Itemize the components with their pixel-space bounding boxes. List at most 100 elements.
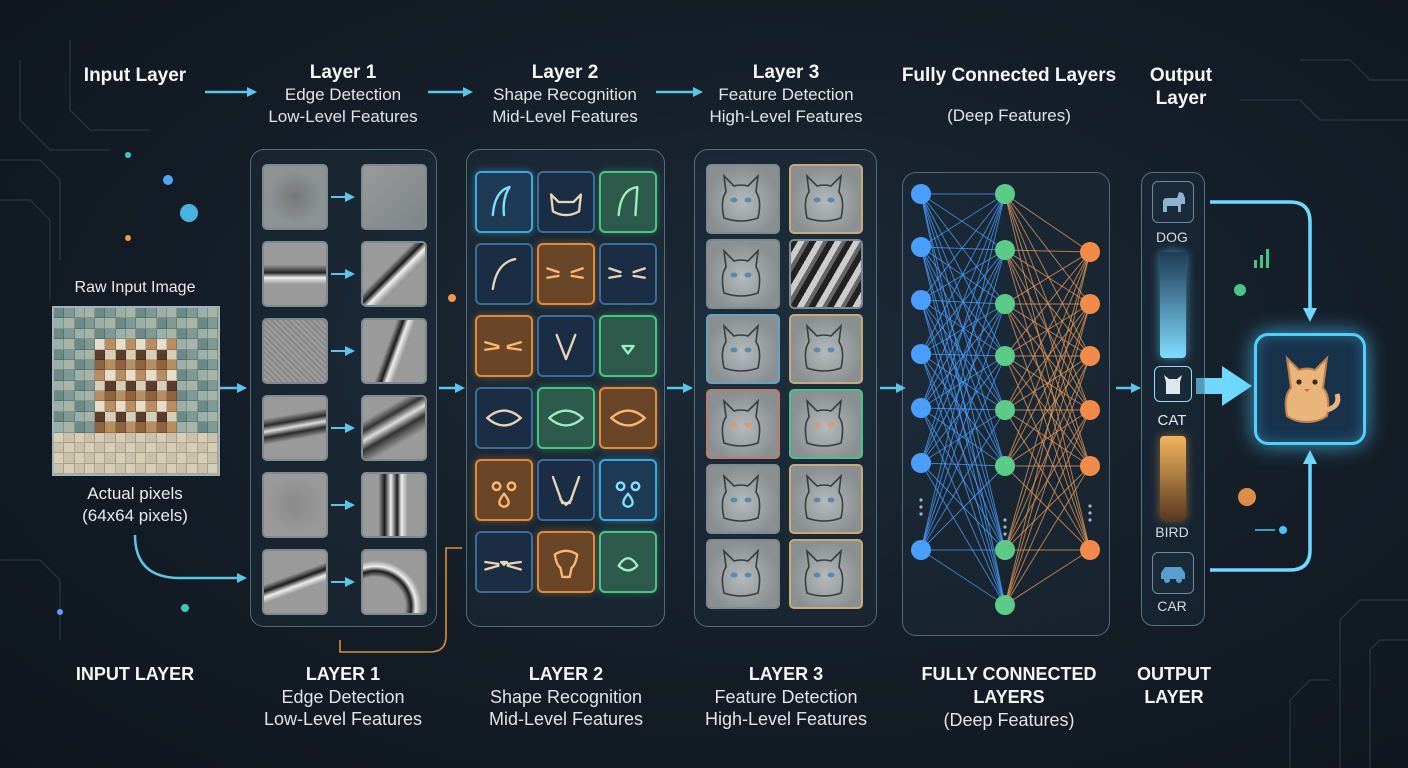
layer2-shape-glyph bbox=[553, 549, 579, 579]
pixel-cell bbox=[84, 339, 95, 350]
pixel-cell bbox=[146, 442, 157, 454]
fc-node-output bbox=[1080, 346, 1100, 366]
pixel-cell bbox=[197, 308, 208, 319]
fc-connection bbox=[1004, 251, 1091, 357]
pixel-cell bbox=[177, 339, 188, 350]
layer2-shape-tile bbox=[599, 531, 657, 593]
raw-input-caption: Raw Input Image bbox=[74, 279, 196, 296]
layer1-footer-line2: Low-Level Features bbox=[263, 709, 423, 729]
pixel-cell bbox=[156, 308, 167, 319]
pixel-cell bbox=[105, 328, 116, 340]
layer1-footer-line1: Edge Detection bbox=[281, 687, 405, 707]
fc-connection bbox=[920, 303, 1006, 464]
pixel-cell bbox=[64, 359, 75, 371]
pixel-cell bbox=[146, 328, 157, 340]
pixel-cell bbox=[146, 411, 157, 423]
pixel-cell bbox=[136, 318, 147, 329]
pixel-cell bbox=[115, 453, 126, 464]
fc-connection bbox=[920, 407, 1006, 551]
pixel-cell bbox=[177, 308, 188, 319]
pixel-cell bbox=[207, 349, 218, 360]
fc-connection bbox=[920, 193, 1006, 251]
layer2-shape-tile bbox=[475, 315, 533, 377]
pixel-cell bbox=[54, 442, 65, 454]
fc-node-hidden bbox=[995, 540, 1015, 560]
pixel-cell bbox=[156, 411, 167, 423]
fc-node-hidden bbox=[995, 456, 1015, 476]
fc-connection bbox=[920, 353, 1006, 357]
pixel-cell bbox=[187, 432, 198, 443]
input-layer-header: Input Layer bbox=[60, 64, 210, 87]
pixel-cell bbox=[115, 308, 126, 319]
layer3-footer-line1: Feature Detection bbox=[714, 687, 858, 707]
layer3-feature-tile bbox=[789, 314, 863, 384]
layer1-filter-tile bbox=[262, 318, 328, 384]
pixel-cell bbox=[84, 411, 95, 423]
pixel-cell bbox=[54, 432, 65, 443]
pixel-cell bbox=[95, 422, 106, 433]
fc-footer-title: FULLY CONNECTED LAYERS bbox=[921, 664, 1097, 707]
dog-prob-bar bbox=[1160, 252, 1186, 358]
fc-node-input bbox=[911, 453, 931, 473]
fc-connection bbox=[1004, 355, 1091, 467]
pixel-cell bbox=[105, 401, 116, 412]
pixel-cell bbox=[115, 442, 126, 454]
layer2-shape-tile bbox=[537, 243, 595, 305]
pixel-cell bbox=[125, 339, 136, 350]
pixel-cell bbox=[166, 339, 177, 350]
layer2-footer-line2: Mid-Level Features bbox=[488, 709, 644, 729]
pixel-cell bbox=[177, 380, 188, 391]
pixel-cell bbox=[136, 339, 147, 350]
output-footer: OUTPUT LAYER bbox=[1132, 663, 1216, 709]
pixel-cell bbox=[187, 359, 198, 371]
layer2-shape-tile bbox=[599, 387, 657, 449]
pixel-cell bbox=[64, 442, 75, 454]
input-pixel-note-line2: (64x64 pixels) bbox=[82, 506, 188, 525]
pixel-cell bbox=[207, 442, 218, 454]
fc-connection bbox=[920, 193, 1006, 248]
fc-connection bbox=[1004, 193, 1091, 305]
pixel-cell bbox=[64, 308, 75, 319]
fc-connection bbox=[1004, 249, 1091, 357]
pixel-cell bbox=[95, 349, 106, 360]
pixel-cell bbox=[84, 453, 95, 464]
pixel-cell bbox=[64, 391, 75, 402]
pixel-cell bbox=[156, 401, 167, 412]
pixel-cell bbox=[74, 401, 85, 412]
fc-ellipsis-dot bbox=[919, 512, 923, 516]
layer3-feature-tile bbox=[706, 314, 780, 384]
pixel-cell bbox=[64, 339, 75, 350]
layer1-subtitle2: Low-Level Features bbox=[268, 107, 418, 126]
fc-connection bbox=[1004, 303, 1091, 411]
pixel-cell bbox=[136, 401, 147, 412]
layer3-cat-face bbox=[721, 548, 761, 597]
pixel-cell bbox=[156, 339, 167, 350]
layer1-header: Layer 1 Edge Detection Low-Level Feature… bbox=[243, 61, 443, 128]
layer3-feature-tile bbox=[789, 239, 863, 309]
fc-connection bbox=[920, 299, 1006, 551]
pixel-cell bbox=[166, 442, 177, 454]
fc-connection bbox=[1004, 251, 1091, 411]
pixel-cell bbox=[74, 359, 85, 371]
fc-connection bbox=[920, 462, 1006, 551]
pixel-cell bbox=[125, 401, 136, 412]
pixel-cell bbox=[146, 453, 157, 464]
fc-connection bbox=[1004, 549, 1091, 606]
pixel-cell bbox=[115, 349, 126, 360]
fc-connection bbox=[920, 193, 1006, 464]
pixel-cell bbox=[115, 432, 126, 443]
layer1-filter-tile bbox=[361, 241, 427, 307]
fc-connection bbox=[1004, 303, 1091, 606]
fc-connection bbox=[920, 193, 1006, 409]
pixel-cell bbox=[64, 432, 75, 443]
pixel-cell bbox=[207, 370, 218, 381]
layer2-shape-glyph bbox=[610, 409, 646, 427]
deco-dot bbox=[180, 204, 198, 222]
output-arrow-main-head bbox=[1222, 366, 1252, 406]
pixel-cell bbox=[95, 318, 106, 329]
pixel-cell bbox=[197, 380, 208, 391]
pixel-cell bbox=[177, 391, 188, 402]
pixel-cell bbox=[95, 463, 106, 474]
car-icon bbox=[1152, 552, 1194, 594]
pixel-cell bbox=[156, 442, 167, 454]
